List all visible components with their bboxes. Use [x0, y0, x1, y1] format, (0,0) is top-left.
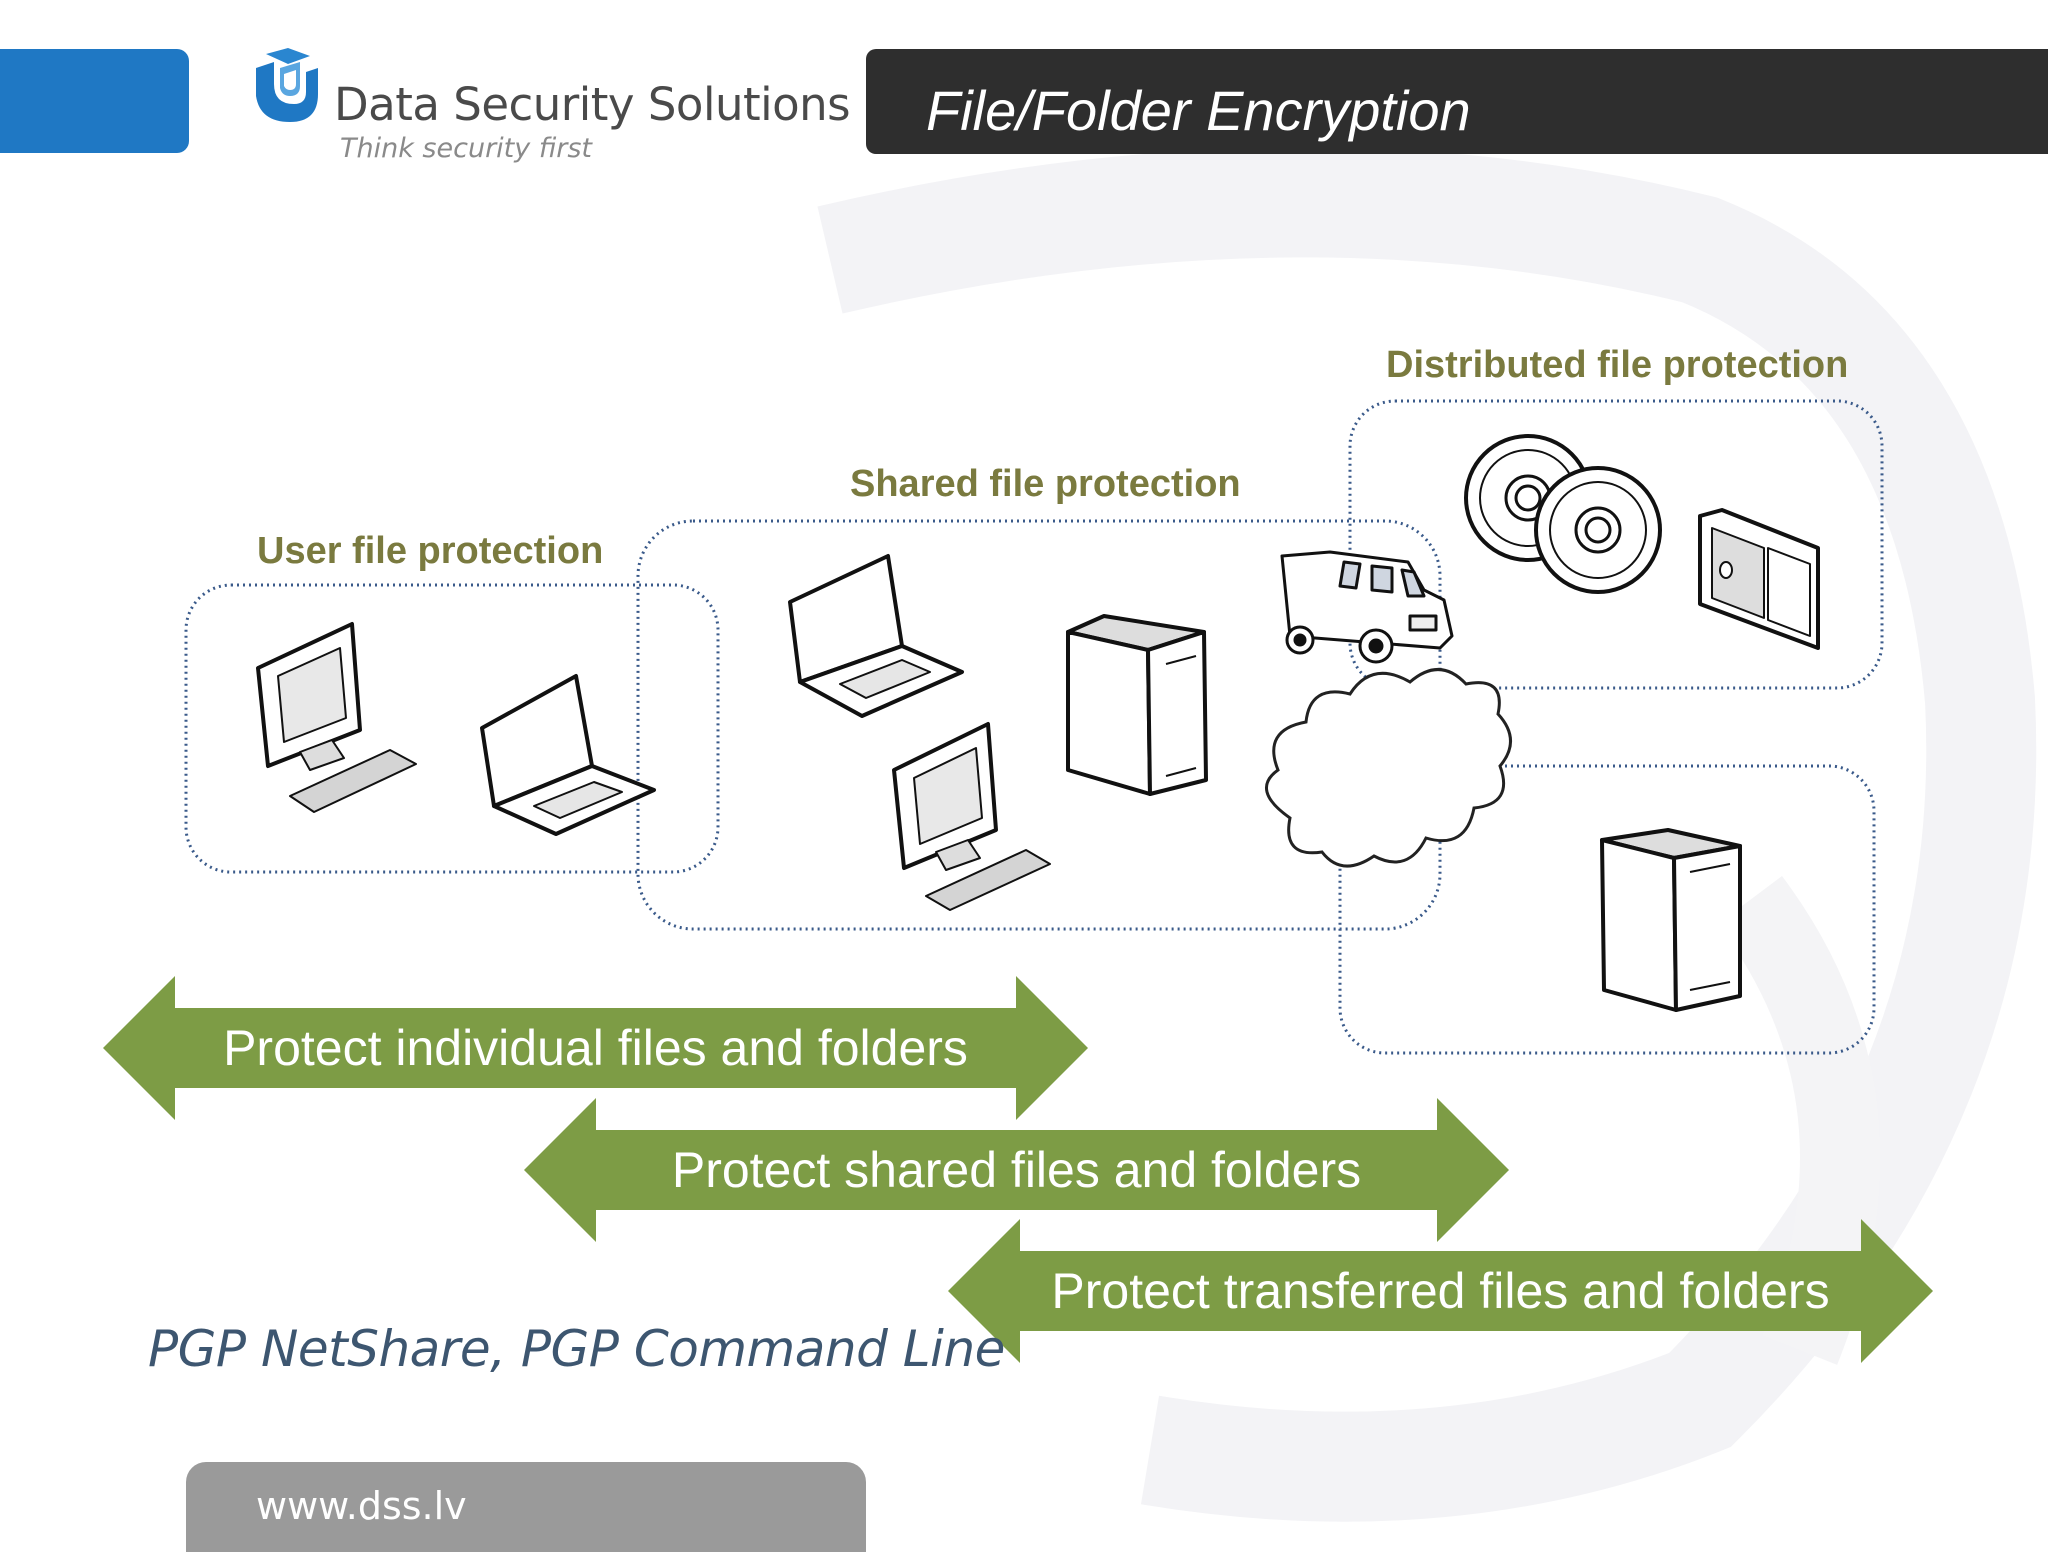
double-arrow-icon	[948, 1219, 1933, 1363]
website-url: www.dss.lv	[256, 1484, 467, 1528]
cloud-icon	[1265, 668, 1512, 868]
desktop-computer-icon	[892, 722, 1051, 911]
server-icon	[1600, 828, 1742, 1012]
product-names: PGP NetShare, PGP Command Line	[148, 1320, 1005, 1378]
distributed-protection-label: Distributed file protection	[1386, 344, 1849, 386]
arrow-label: Protect individual files and folders	[223, 1020, 968, 1076]
server-icon	[1066, 614, 1208, 796]
dss-logo-icon	[256, 48, 318, 122]
laptop-icon	[788, 554, 964, 718]
shared-files-arrow: Protect shared files and folders	[524, 1098, 1509, 1242]
desktop-computer-icon	[256, 622, 417, 813]
remote-server-boundary	[1338, 764, 1876, 1055]
company-tagline: Think security first	[340, 133, 593, 164]
arrow-label: Protect transferred files and folders	[1051, 1263, 1830, 1319]
double-arrow-icon	[103, 976, 1088, 1120]
company-name: Data Security Solutions	[334, 78, 851, 131]
laptop-icon	[480, 674, 656, 836]
title-bar	[866, 49, 2048, 154]
delivery-van-icon	[1280, 550, 1454, 664]
individual-files-arrow: Protect individual files and folders	[103, 976, 1088, 1120]
user-protection-label: User file protection	[257, 530, 604, 572]
transferred-files-arrow: Protect transferred files and folders	[948, 1219, 1933, 1363]
brand-color-tab	[0, 49, 189, 153]
slide-title: File/Folder Encryption	[926, 79, 1471, 142]
disc-case-icon	[1698, 508, 1820, 650]
double-arrow-icon	[524, 1098, 1509, 1242]
shared-protection-label: Shared file protection	[850, 463, 1241, 505]
arrow-label: Protect shared files and folders	[671, 1142, 1362, 1198]
cd-disc-icon	[1534, 466, 1662, 594]
shared-protection-boundary	[636, 519, 1442, 931]
